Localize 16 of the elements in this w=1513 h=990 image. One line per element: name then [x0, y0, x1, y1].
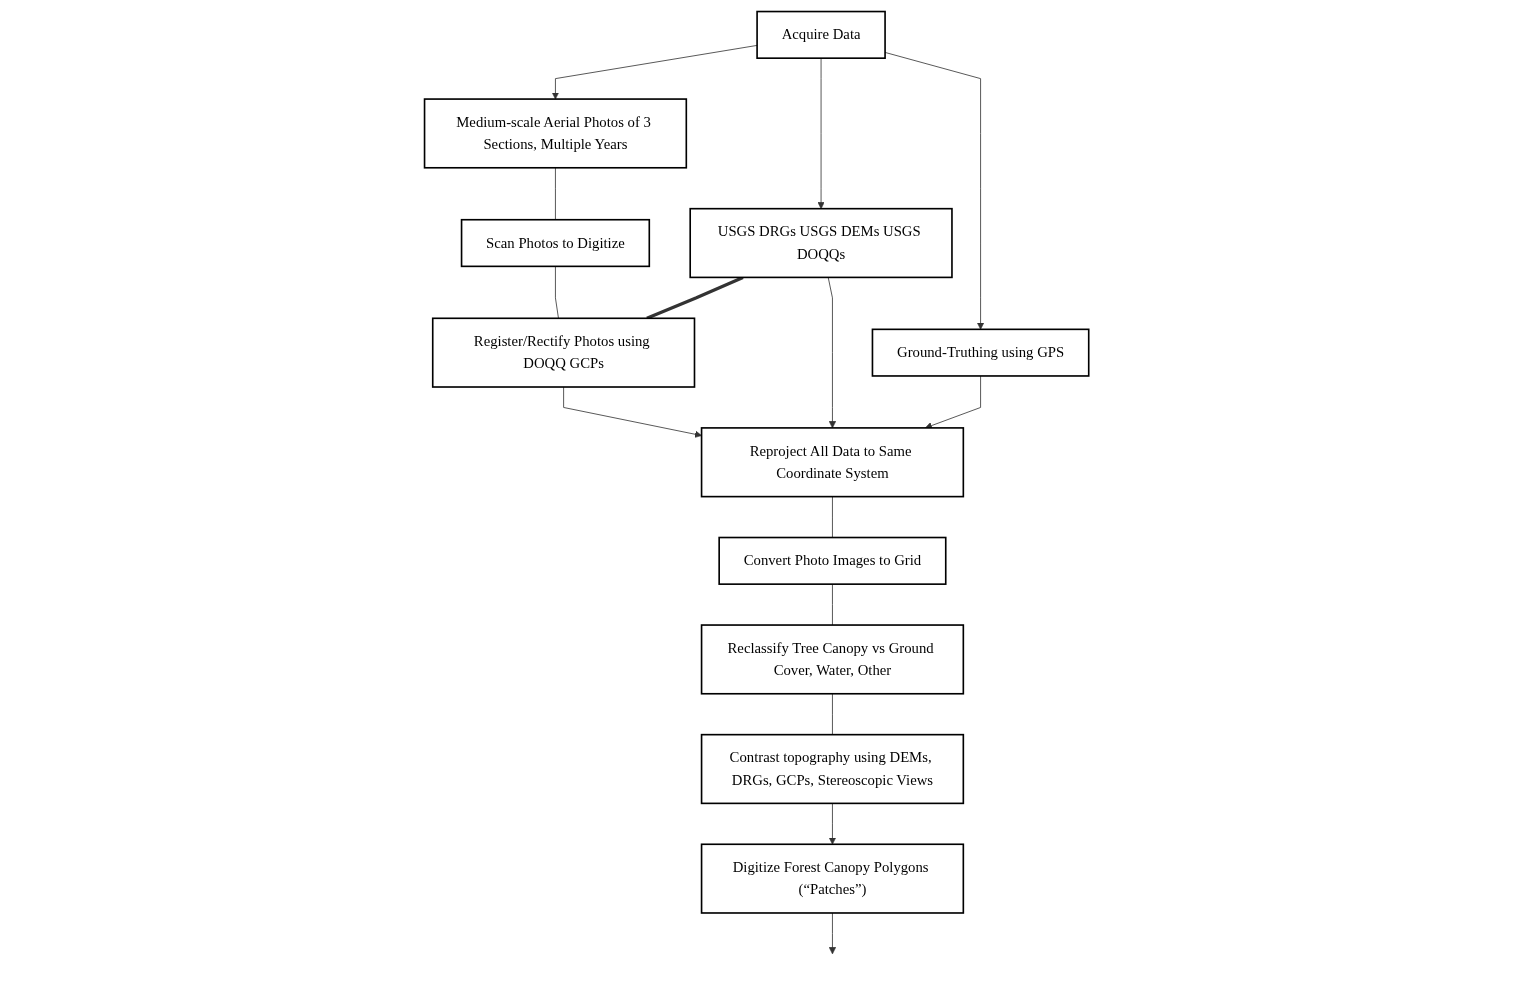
node-box: Contrast topography using DEMs, DRGs, GCPs, Stereoscopic Views: [700, 733, 964, 805]
node-box: Register/Rectify Photos using DOQQ GCPs: [431, 317, 696, 388]
node-box: Ground-Truthing using GPS: [871, 328, 1090, 377]
node-box: Reproject All Data to Same Coordinate System: [700, 427, 964, 498]
node-box: Acquire Data: [756, 10, 886, 59]
node-box: USGS DRGs USGS DEMs USGS DOQQs: [689, 207, 953, 279]
connector: [831, 583, 833, 626]
connector: [554, 167, 556, 221]
connector: [554, 265, 559, 319]
connector: [831, 693, 833, 736]
node-box: Digitize Forest Canopy Polygons (“Patches”): [700, 843, 964, 914]
node-box: Reclassify Tree Canopy vs Ground Cover, Water, Other: [700, 624, 964, 695]
node-box: Medium-scale Aerial Photos of 3 Sections, Multiple Years: [423, 98, 687, 169]
connector: [831, 496, 833, 538]
node-box: Scan Photos to Digitize: [460, 218, 650, 268]
node-box: Convert Photo Images to Grid: [718, 536, 947, 585]
